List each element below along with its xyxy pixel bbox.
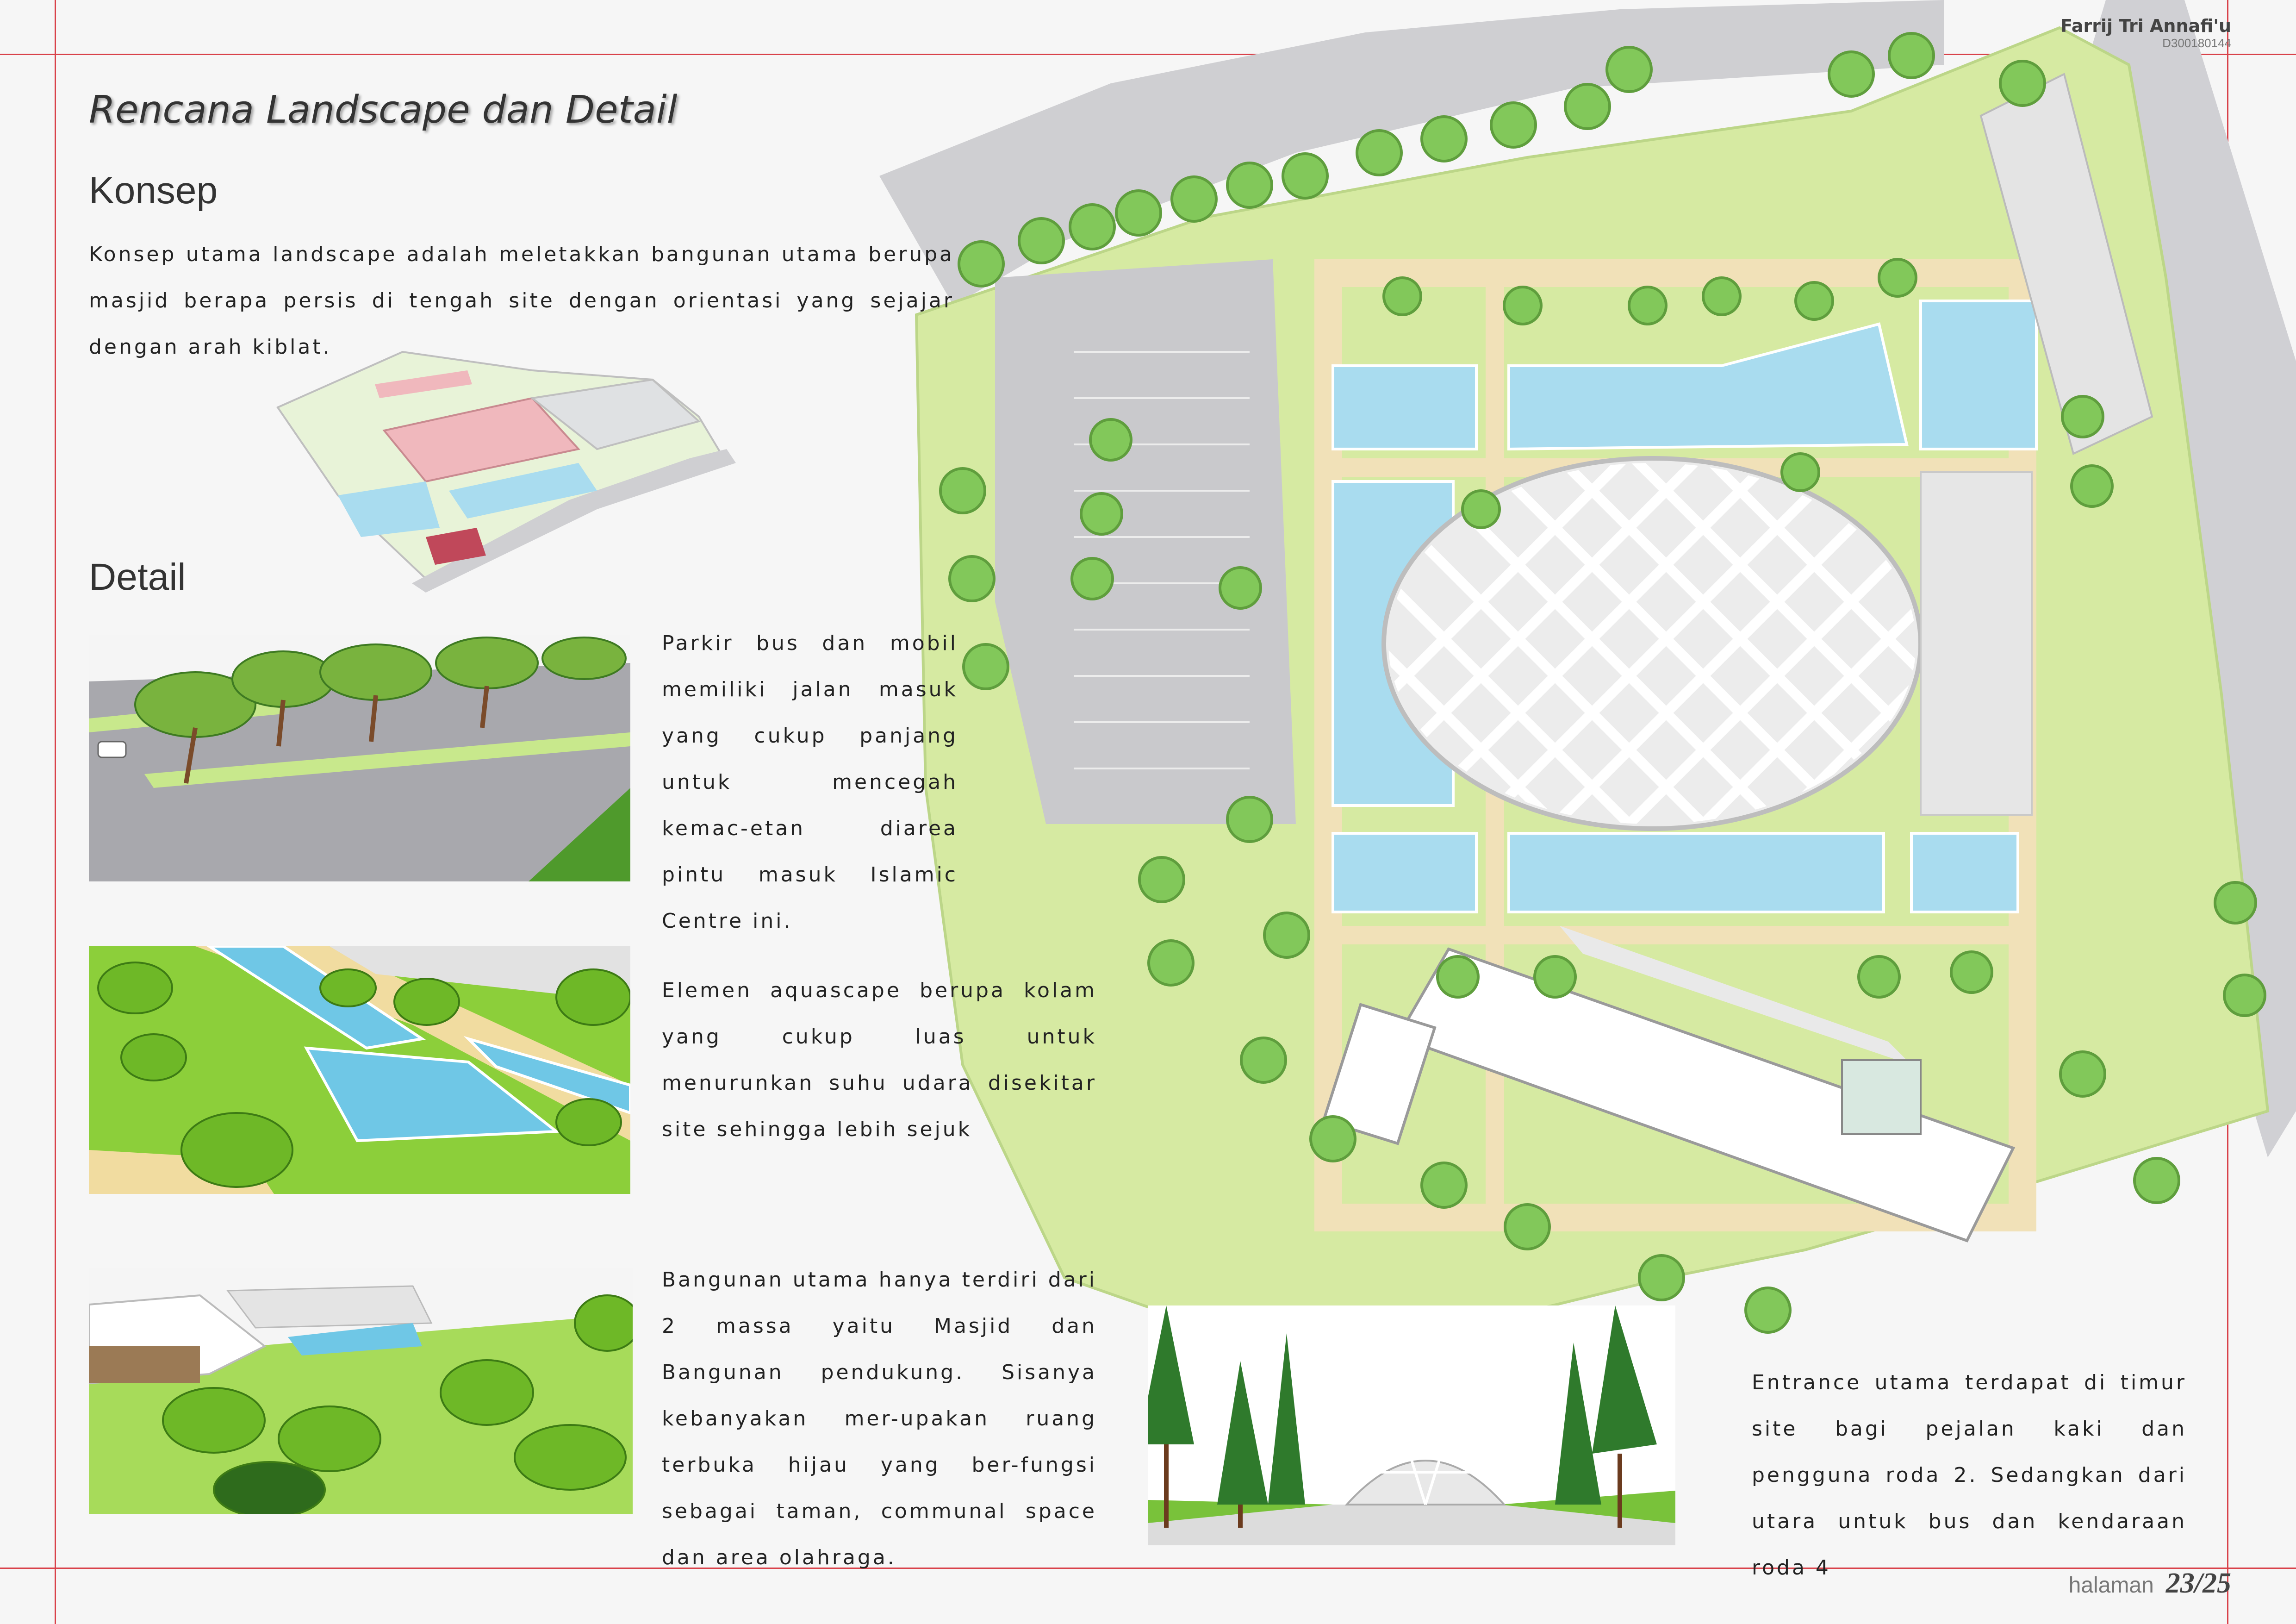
- author-block: Farrij Tri Annafi'u D300180144: [2060, 16, 2231, 50]
- detail-2-paragraph: Elemen aquascape berupa kolam yang cukup…: [662, 979, 1097, 1141]
- entrance-perspective-image: [1148, 1305, 1675, 1545]
- page-number-block: halaman 23/25: [2069, 1567, 2231, 1600]
- detail-aquascape-image: [89, 946, 630, 1194]
- page-label: halaman: [2068, 1573, 2154, 1598]
- page-title: Rencana Landscape dan Detail: [89, 88, 678, 132]
- detail-parking-image: [89, 635, 630, 881]
- page-number: 23/25: [2165, 1568, 2231, 1599]
- author-name: Farrij Tri Annafi'u: [2060, 16, 2231, 36]
- detail-building-image: [89, 1268, 633, 1514]
- detail-3-paragraph: Bangunan utama hanya terdiri dari 2 mass…: [662, 1268, 1097, 1569]
- konsep-paragraph: Konsep utama landscape adalah meletakkan…: [89, 243, 954, 359]
- detail-heading: Detail: [89, 556, 186, 598]
- guide-line-bottom: [0, 1568, 2296, 1569]
- detail-1-paragraph: Parkir bus dan mobil memiliki jalan masu…: [662, 631, 958, 933]
- konsep-isometric-image: [273, 343, 736, 602]
- guide-line-top: [0, 54, 2296, 55]
- guide-line-left: [55, 0, 56, 1624]
- site-plan: [879, 0, 2296, 1389]
- entrance-paragraph: Entrance utama terdapat di timur site ba…: [1752, 1371, 2187, 1580]
- author-id: D300180144: [2162, 36, 2231, 50]
- konsep-heading: Konsep: [89, 169, 218, 212]
